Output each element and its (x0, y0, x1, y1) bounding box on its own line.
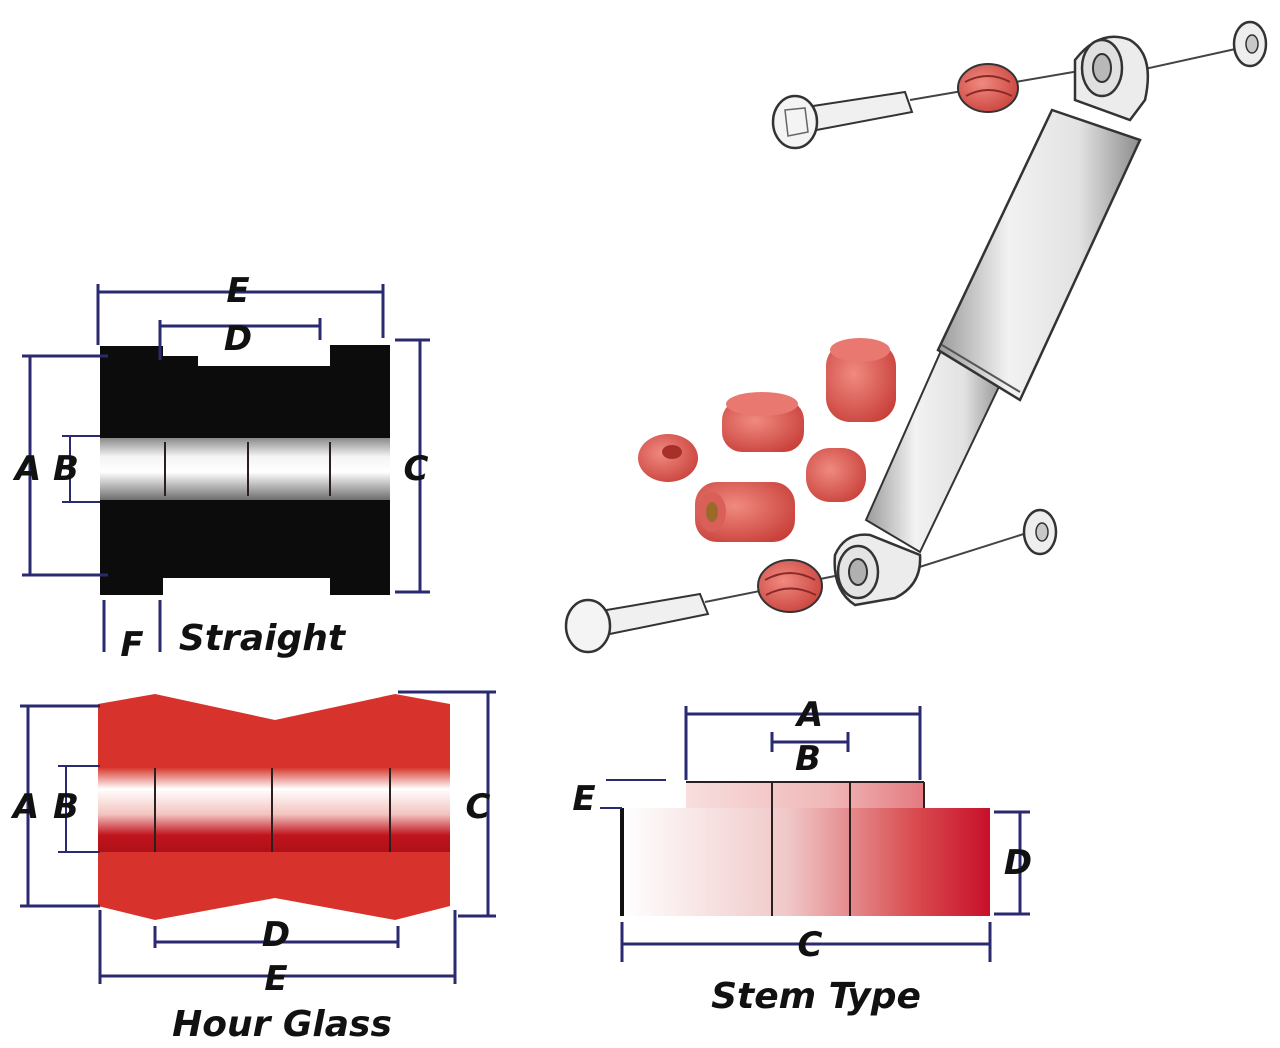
straight-bushing-body (100, 345, 390, 595)
straight-caption: Straight (179, 618, 347, 659)
stem-type-bushing-body (620, 781, 990, 916)
hour-glass-dimension-lines (20, 690, 496, 984)
hour-glass-label-b: B (53, 787, 79, 827)
hour-glass-caption: Hour Glass (172, 1004, 392, 1045)
straight-label-c: C (404, 449, 429, 489)
loose-bushing-4 (806, 448, 866, 502)
straight-label-e: E (226, 271, 249, 311)
lower-bolt (564, 592, 710, 654)
hour-glass-label-a: A (10, 787, 39, 827)
loose-bushing-3 (826, 338, 896, 422)
hour-glass-bushing-body (98, 694, 450, 920)
stem-type-label-c: C (798, 925, 823, 965)
stem-type-label-b: B (795, 739, 821, 779)
hour-glass-label-e: E (264, 959, 287, 999)
shock-upper-eye (1073, 35, 1150, 122)
straight-label-b: B (53, 449, 79, 489)
upper-nut (1232, 20, 1268, 68)
stem-type-label-e: E (572, 779, 595, 819)
loose-bushing-1 (638, 434, 698, 482)
straight-dimension-lines (22, 284, 430, 652)
stem-type-caption: Stem Type (711, 976, 921, 1017)
upper-mounted-bushing (957, 63, 1019, 113)
lower-mounted-bushing (757, 559, 823, 613)
stem-type-label-d: D (1004, 843, 1032, 883)
straight-label-f: F (120, 625, 143, 665)
stem-type-label-a: A (794, 695, 823, 735)
stem-type-bushing: A B C D E Stem Type (572, 695, 1032, 1017)
straight-bushing: E D A B C F Straight (12, 271, 430, 665)
straight-label-a: A (12, 449, 41, 489)
loose-bushing-5 (695, 482, 795, 542)
lower-nut (1022, 508, 1058, 556)
shock-lower-eye (833, 533, 922, 607)
hour-glass-label-d: D (262, 915, 290, 955)
upper-bolt (771, 90, 914, 150)
hour-glass-bushing: A B C D E Hour Glass (10, 690, 496, 1045)
shock-upper-body (936, 108, 1142, 402)
loose-bushing-2 (722, 392, 804, 452)
hour-glass-label-c: C (466, 787, 491, 827)
stem-type-dimension-lines (600, 706, 1030, 962)
shock-absorber-illustration (564, 20, 1268, 654)
straight-label-d: D (224, 319, 252, 359)
